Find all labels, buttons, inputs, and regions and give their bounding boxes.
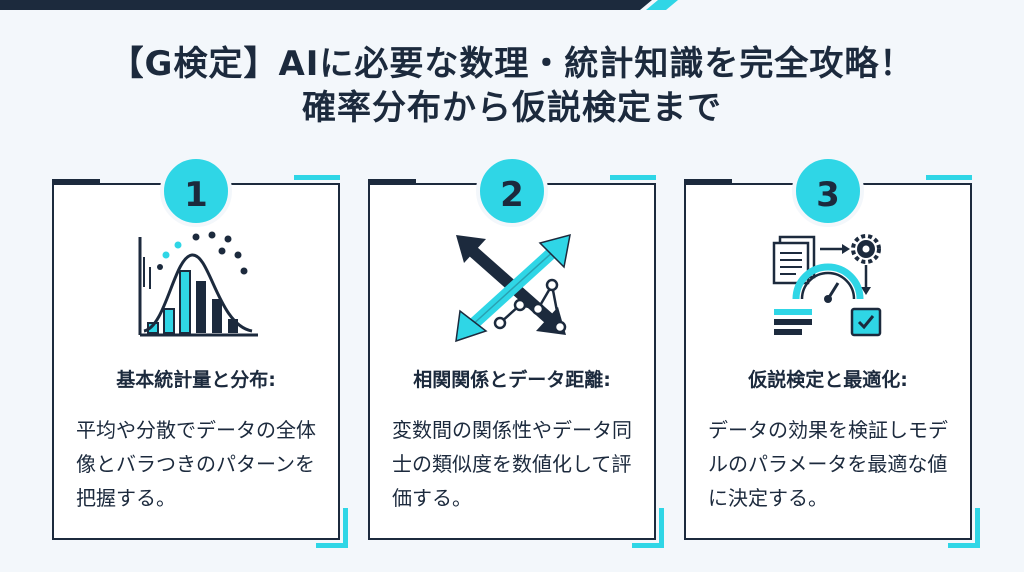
card-accent xyxy=(52,179,100,184)
title-line-2: 確率分布から仮説検定まで xyxy=(302,88,722,128)
card-accent xyxy=(368,179,416,184)
card-description: データの効果を検証しモデルのパラメータを最適な値に決定する。 xyxy=(708,418,948,510)
step-number-badge: 2 xyxy=(476,155,548,227)
bell-curve-histogram-icon xyxy=(138,231,258,337)
card-hypothesis-optimization: 3 仮説検定と最適化: データの効果を検証しモデルの xyxy=(684,155,980,548)
card-accent xyxy=(316,543,348,548)
step-number-badge: 3 xyxy=(792,155,864,227)
card-accent xyxy=(632,543,664,548)
page-title: 【G検定】AIに必要な数理・統計知識を完全攻略！ 確率分布から仮説検定まで xyxy=(0,42,1024,130)
card-description: 平均や分散でデータの全体像とバラつきのパターンを把握する。 xyxy=(76,418,316,510)
card-accent xyxy=(975,508,980,548)
title-line-1: 【G検定】AIに必要な数理・統計知識を完全攻略！ xyxy=(109,44,915,84)
correlation-arrows-icon xyxy=(455,233,571,343)
card-heading: 基本統計量と分布: xyxy=(116,369,276,391)
card-accent xyxy=(948,543,980,548)
card-accent xyxy=(926,175,972,180)
step-number-badge: 1 xyxy=(160,155,232,227)
card-accent xyxy=(610,175,656,180)
top-accent-bar xyxy=(0,0,678,10)
card-heading: 仮説検定と最適化: xyxy=(748,369,908,391)
card-accent xyxy=(294,175,340,180)
card-correlation-distance: 2 相関関係とデータ距離: 変数間の関係性やデータ同士の類似度を数値化して評価す… xyxy=(368,155,664,548)
card-accent xyxy=(659,508,664,548)
card-accent xyxy=(343,508,348,548)
document-gauge-checklist-icon xyxy=(772,234,882,337)
card-accent xyxy=(684,179,732,184)
card-heading: 相関関係とデータ距離: xyxy=(413,369,611,391)
card-description: 変数間の関係性やデータ同士の類似度を数値化して評価する。 xyxy=(392,418,632,510)
card-basic-statistics: 1 基本統計量と分布: 平均や分散でデータの全体像とバラつきのパターンを把握する xyxy=(52,155,348,548)
